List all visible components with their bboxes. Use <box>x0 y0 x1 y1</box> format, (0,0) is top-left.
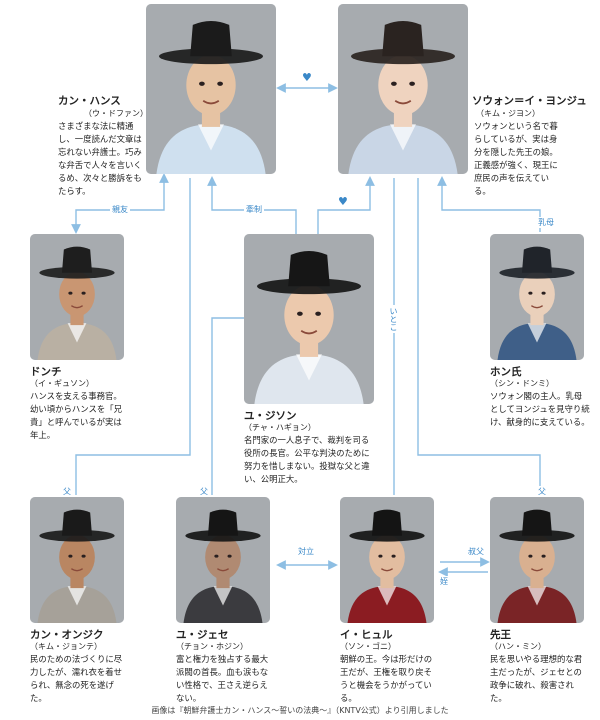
portrait-onjik <box>30 497 124 623</box>
portrait-illustration <box>30 497 124 623</box>
heart-icon: ♥ <box>338 195 348 208</box>
name-yeonju: ソウォン＝イ・ヨンジュ <box>472 95 587 107</box>
portrait-hansu <box>146 4 276 174</box>
portrait-illustration <box>340 497 434 623</box>
actor-hansu: （ウ・ドファン） <box>84 109 148 118</box>
name-hul: イ・ヒュル <box>340 629 393 641</box>
relation-label: 対立 <box>296 546 316 557</box>
relation-label: 父 <box>61 486 73 497</box>
actor-dongchi: （イ・ギュソン） <box>30 379 94 388</box>
desc-onjik: 民のための法づくりに尽力したが、濡れ衣を着せられ、無念の死を遂げた。 <box>30 654 123 703</box>
name-onjik: カン・オンジク <box>30 629 104 641</box>
relation-label: 姪 <box>438 576 450 587</box>
portrait-hong <box>490 234 584 360</box>
desc-yeonju: ソウォンという名で暮らしているが、実は身分を隠した先王の娘。正義感が強く、現王に… <box>474 121 558 196</box>
line-jisun-jaese <box>211 317 244 495</box>
desc-sunwang: 民を思いやる理想的な君主だったが、ジェセとの政争に破れ、殺害された。 <box>490 654 583 703</box>
name-jaese: ユ・ジェセ <box>176 629 229 641</box>
portrait-illustration <box>176 497 270 623</box>
actor-hong: （シン・ドンミ） <box>490 379 554 388</box>
line-hansu-onjik <box>75 178 191 495</box>
portrait-illustration <box>338 4 468 174</box>
line-jisun-yeonju <box>317 176 375 236</box>
name-dongchi: ドンチ <box>30 366 62 378</box>
portrait-illustration <box>490 497 584 623</box>
heart-icon: ♥ <box>302 71 312 84</box>
relation-label: 父 <box>536 486 548 497</box>
desc-jisun: 名門家の一人息子で、裁判を司る役所の長官。公平な判決のために努力を惜しまない。投… <box>244 435 370 484</box>
portrait-illustration <box>490 234 584 360</box>
portrait-illustration <box>244 234 374 404</box>
portrait-illustration <box>30 234 124 360</box>
portrait-hul <box>340 497 434 623</box>
relation-label: 父 <box>198 486 210 497</box>
name-jisun: ユ・ジソン <box>244 410 297 422</box>
relation-label: 牽制 <box>244 204 264 215</box>
portrait-jaese <box>176 497 270 623</box>
relation-label: 叔父 <box>466 546 486 557</box>
desc-hansu: さまざまな法に精通し、一度読んだ文章は忘れない弁護士。巧みな弁舌で人々を言いくる… <box>58 121 142 196</box>
portrait-jisun <box>244 234 374 404</box>
actor-sunwang: （ハン・ミン） <box>490 642 546 651</box>
relation-label: いとこ <box>388 305 399 333</box>
desc-hul: 朝鮮の王。今は形だけの王だが、王権を取り戻そうと機会をうかがっている。 <box>340 654 433 703</box>
actor-yeonju: （キム・ジヨン） <box>476 109 540 118</box>
portrait-illustration <box>146 4 276 174</box>
desc-jaese: 富と権力を独占する最大派閥の首長。血も涙もない性格で、王さえ逆らえない。 <box>176 654 269 703</box>
desc-dongchi: ハンスを支える事務官。幼い頃からハンスを「兄貴」と呼んでいるが実は年上。 <box>30 391 122 440</box>
portrait-yeonju <box>338 4 468 174</box>
name-sunwang: 先王 <box>490 629 511 641</box>
portrait-sunwang <box>490 497 584 623</box>
relation-label: 乳母 <box>536 217 556 228</box>
portrait-dongchi <box>30 234 124 360</box>
actor-jaese: （チョン・ホジン） <box>176 642 248 651</box>
line-yeonju-sunwang <box>417 178 541 495</box>
actor-hul: （ソン・ゴニ） <box>340 642 396 651</box>
name-hong: ホン氏 <box>490 366 522 378</box>
actor-onjik: （キム・ジョンテ） <box>30 642 102 651</box>
relation-label: 親友 <box>110 204 130 215</box>
name-hansu: カン・ハンス <box>58 95 121 107</box>
desc-hong: ソウォン閣の主人。乳母としてヨンジュを見守り続け、献身的に支えている。 <box>490 391 590 427</box>
actor-jisun: （チャ・ハギョン） <box>244 423 316 432</box>
image-credit: 画像は『朝鮮弁護士カン・ハンス〜誓いの法典〜』（KNTV公式）より引用しました <box>151 706 449 715</box>
